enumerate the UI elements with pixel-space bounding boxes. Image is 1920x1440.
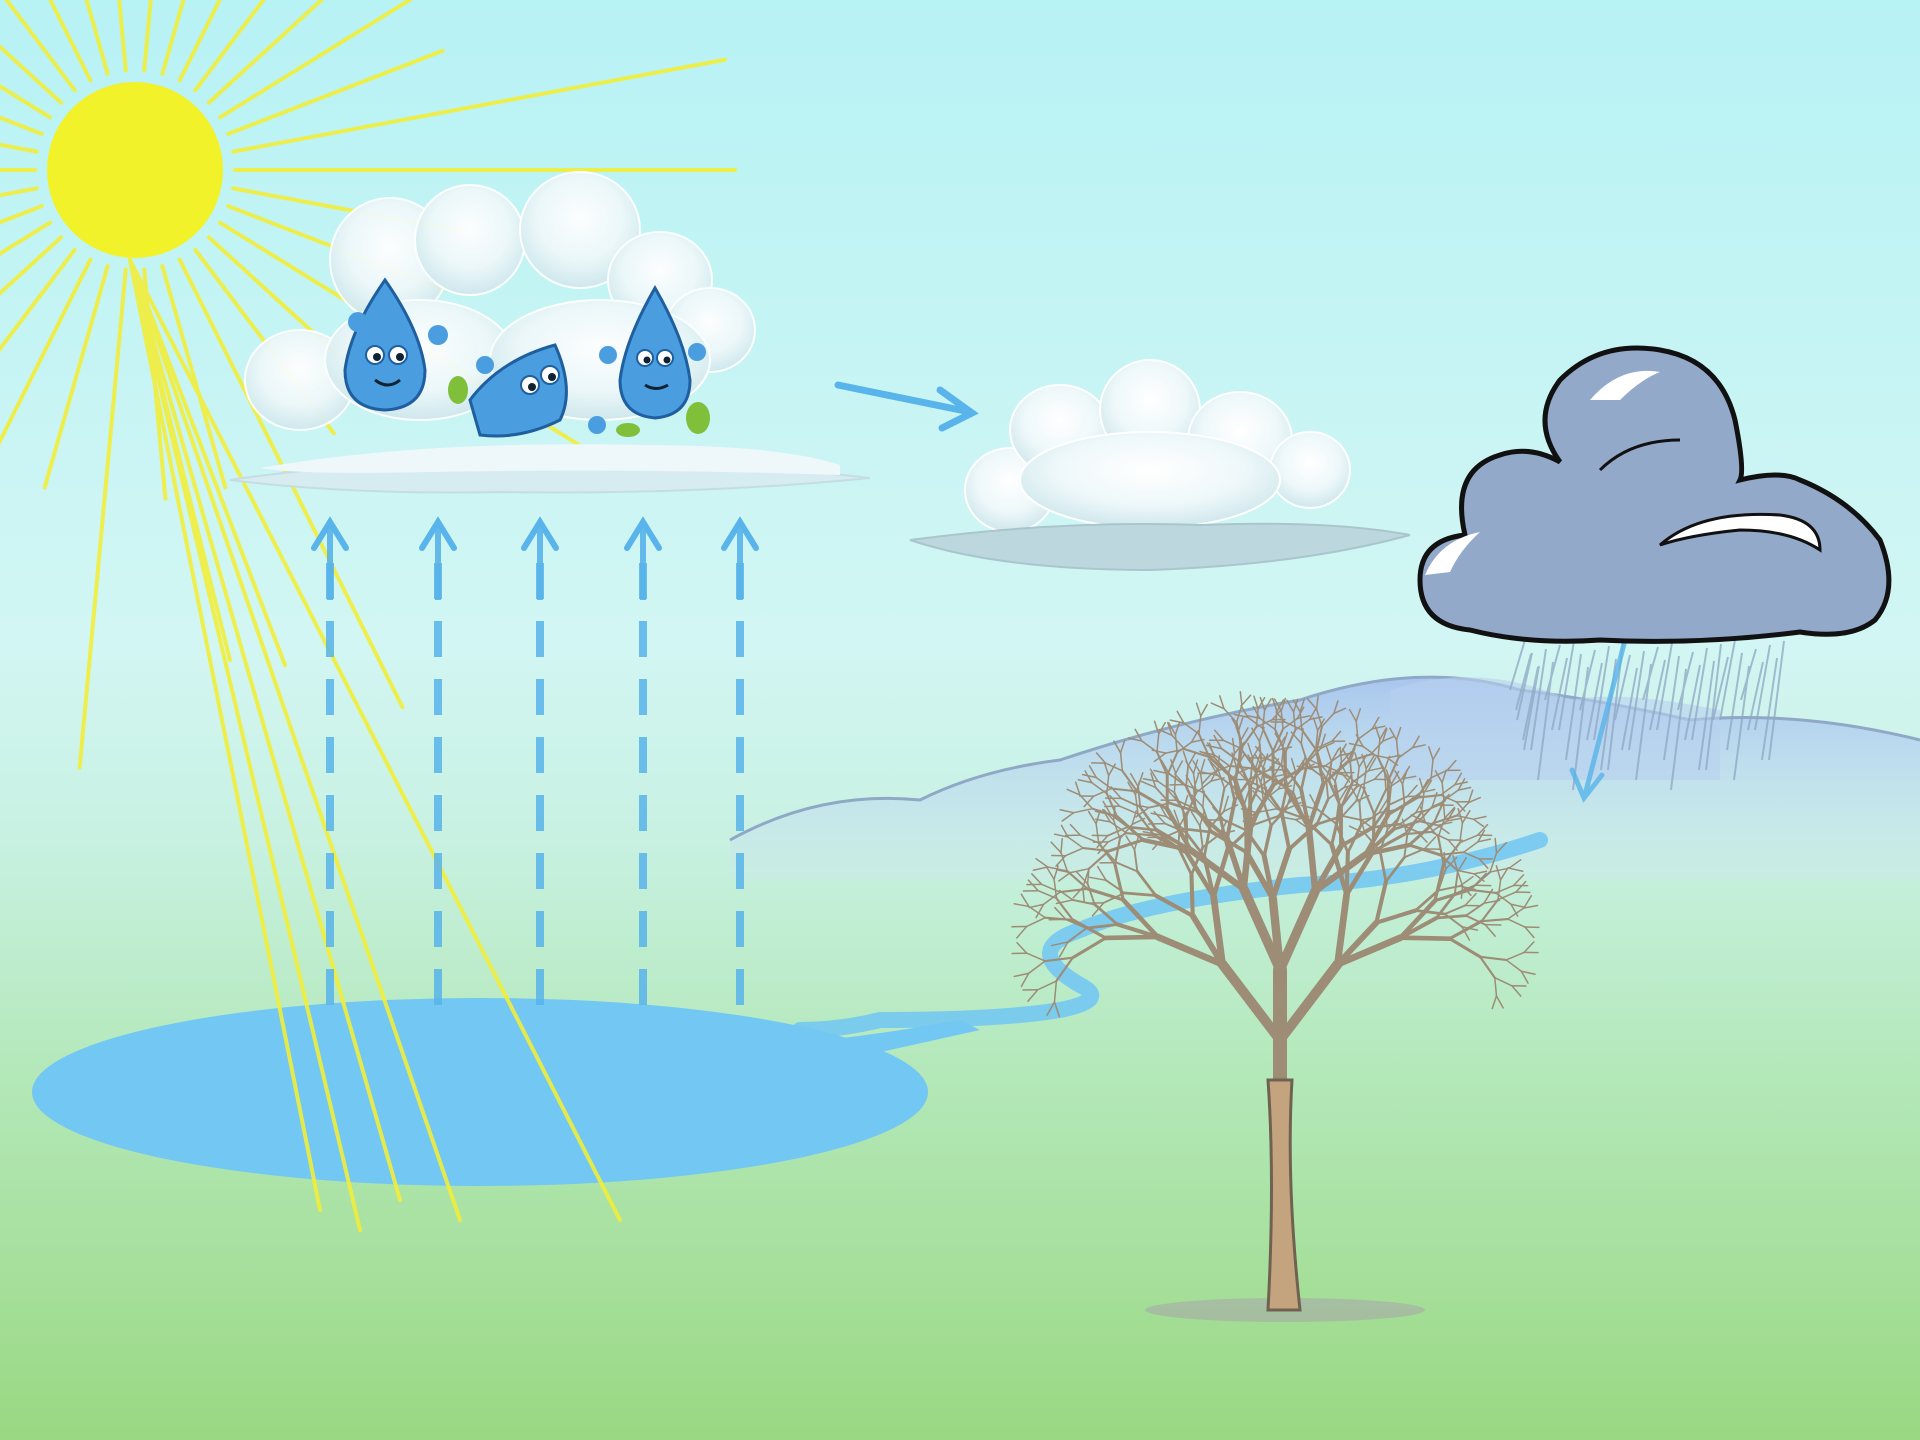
sun-icon	[47, 82, 223, 258]
